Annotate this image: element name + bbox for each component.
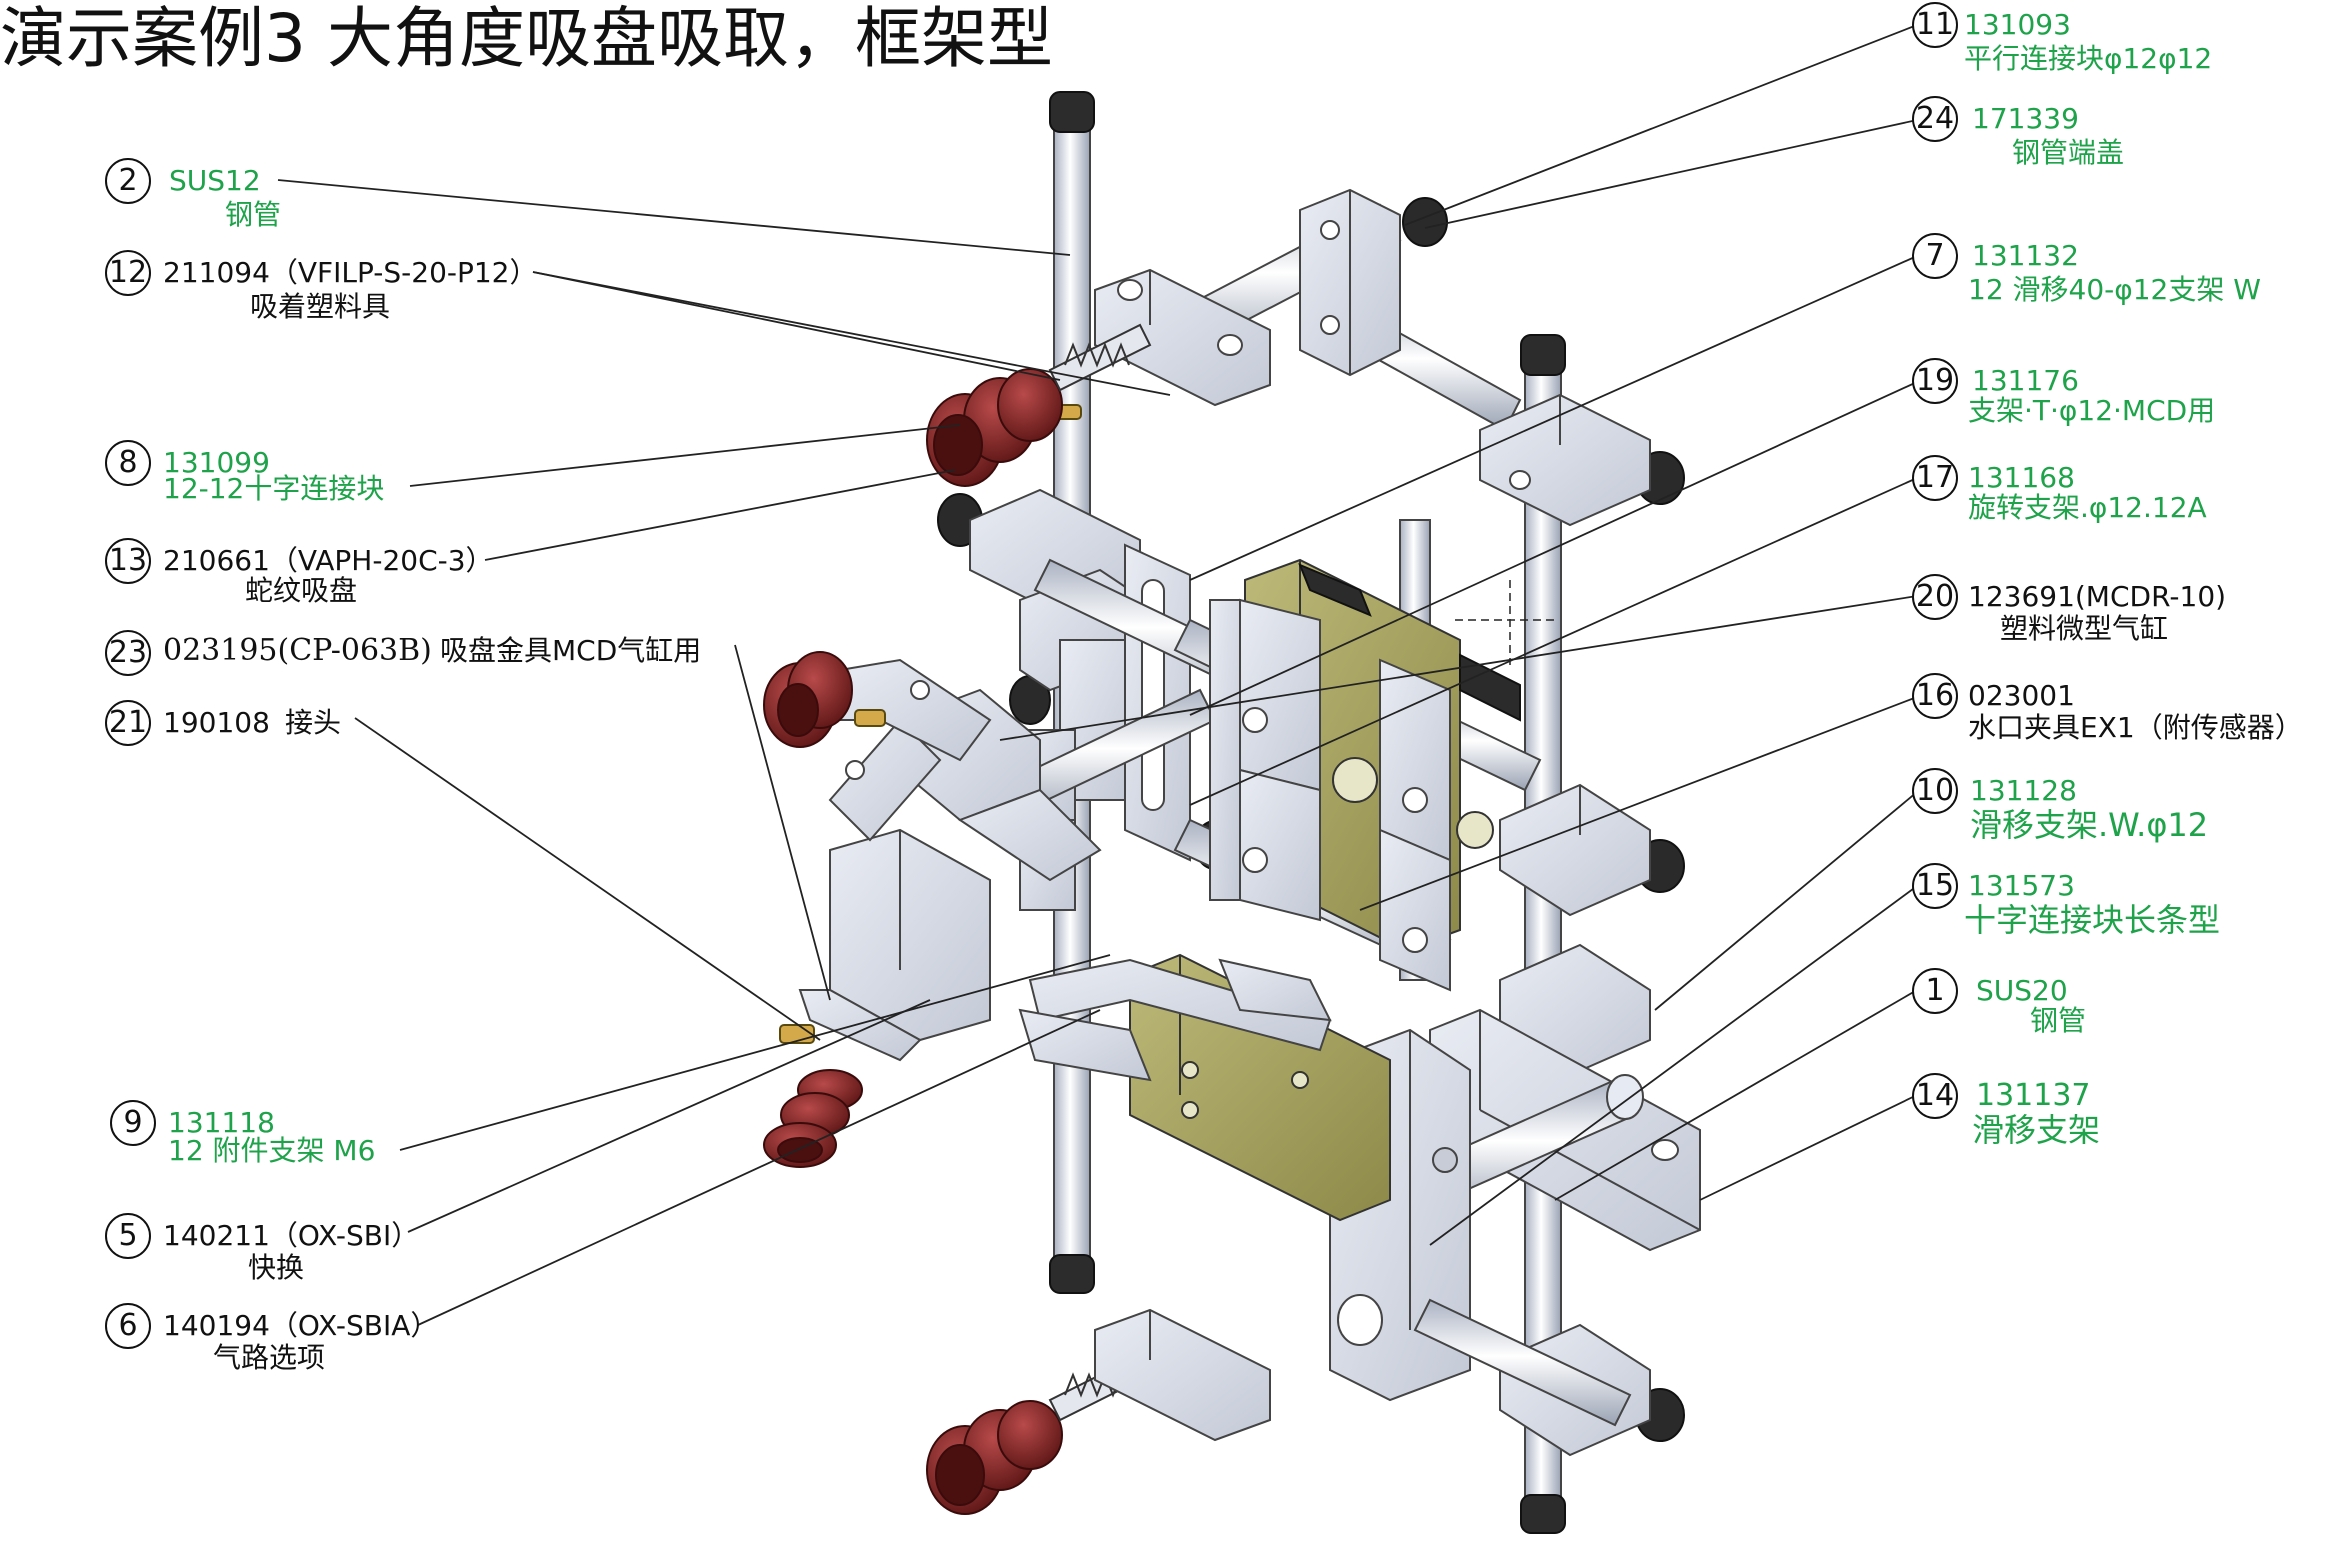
cylinder-caps xyxy=(1298,563,1521,722)
part-code: SUS12 xyxy=(169,164,261,197)
callout-number: 12 xyxy=(105,250,151,296)
callout-number: 9 xyxy=(110,1100,156,1146)
callout-number: 15 xyxy=(1912,863,1958,909)
part-name: 水口夹具EX1（附传感器） xyxy=(1968,711,2303,744)
center-mark xyxy=(1455,580,1555,665)
callout-number: 10 xyxy=(1912,768,1958,814)
part-code: 171339 xyxy=(1972,102,2079,135)
part-name: 接头 xyxy=(285,706,342,739)
cross-block-middle xyxy=(1209,598,1451,992)
part-code: SUS20 xyxy=(1976,974,2068,1007)
callout-number: 19 xyxy=(1912,358,1958,404)
bellows-cup-bottom xyxy=(926,1400,1063,1515)
cross-block-8 xyxy=(1094,268,1271,407)
part-name: 气路选项 xyxy=(213,1341,326,1374)
callout-number: 11 xyxy=(1912,2,1958,48)
part-name: 滑移支架 xyxy=(1972,1111,2101,1149)
part-code: 131099 xyxy=(163,446,270,479)
part-code: 123691(MCDR-10) xyxy=(1968,580,2227,613)
part-name: 快换 xyxy=(248,1251,305,1284)
part-name: 支架·T·φ12·MCD用 xyxy=(1968,394,2216,427)
callout-number: 17 xyxy=(1912,455,1958,501)
callout-number: 14 xyxy=(1912,1073,1958,1119)
part-code: 131168 xyxy=(1968,461,2075,494)
part-code: 023195(CP-063B) xyxy=(163,633,432,668)
part-code: 131132 xyxy=(1972,239,2079,272)
part-name: 12 附件支架 M6 xyxy=(168,1134,376,1167)
part-name: 吸着塑料具 xyxy=(250,290,391,323)
part-name: 吸盘金具MCD气缸用 xyxy=(440,634,702,667)
callout-number: 7 xyxy=(1912,233,1958,279)
callout-number: 2 xyxy=(105,158,151,204)
part-name: 蛇纹吸盘 xyxy=(245,574,358,607)
part-name: 十字连接块长条型 xyxy=(1964,901,2221,939)
tube-end-cap xyxy=(1049,91,1566,1534)
callout-number: 24 xyxy=(1912,96,1958,142)
callout-number: 6 xyxy=(105,1303,151,1349)
part-code: 140194（OX-SBIA） xyxy=(163,1309,439,1342)
slide-bracket-7 xyxy=(1479,393,1651,527)
bellows-cup-top xyxy=(926,368,1063,487)
part-code: 140211（OX-SBI） xyxy=(163,1219,420,1252)
callout-number: 20 xyxy=(1912,574,1958,620)
bellows-cup-bottom-left xyxy=(763,1069,863,1168)
part-name: 钢管 xyxy=(225,198,282,231)
cross-block-bottom xyxy=(1094,1298,1651,1457)
part-name: 12-12十字连接块 xyxy=(163,472,385,505)
part-name: 12 滑移40-φ12支架 W xyxy=(1968,273,2261,306)
part-code: 131093 xyxy=(1964,8,2071,41)
part-name: 钢管 xyxy=(2030,1004,2087,1037)
vertical-tube-right xyxy=(1524,359,1562,1506)
part-name: 旋转支架.φ12.12A xyxy=(1968,491,2207,524)
part-name: 塑料微型气缸 xyxy=(2000,612,2169,645)
callout-number: 23 xyxy=(105,630,151,676)
part-code: 210661（VAPH-20C-3） xyxy=(163,544,494,577)
part-code: 131176 xyxy=(1972,364,2079,397)
part-code: 211094（VFILP-S-20-P12） xyxy=(163,256,538,289)
quick-change-5 xyxy=(798,828,991,1062)
parallel-block-11 xyxy=(1299,188,1401,377)
page-title: 演示案例3 大角度吸盘吸取，框架型 xyxy=(0,0,1053,77)
callout-number: 5 xyxy=(105,1213,151,1259)
leader-lines xyxy=(277,24,1918,1326)
part-code: 023001 xyxy=(1968,679,2075,712)
part-code: 131118 xyxy=(168,1106,275,1139)
gripper-jaw xyxy=(1018,958,1332,1082)
part-name: 滑移支架.W.φ12 xyxy=(1970,806,2209,844)
callout-number: 1 xyxy=(1912,968,1958,1014)
callout-number: 21 xyxy=(105,700,151,746)
part-name: 平行连接块φ12φ12 xyxy=(1964,42,2213,75)
bellows-cup-left xyxy=(763,651,853,748)
part-code: 131573 xyxy=(1968,869,2075,902)
part-code: 131128 xyxy=(1970,774,2077,807)
part-name: 钢管端盖 xyxy=(2012,136,2125,169)
callout-number: 13 xyxy=(105,538,151,584)
callout-number: 8 xyxy=(105,440,151,486)
callout-number: 16 xyxy=(1912,673,1958,719)
part-code: 131137 xyxy=(1976,1078,2091,1113)
part-code: 190108 xyxy=(163,706,270,739)
